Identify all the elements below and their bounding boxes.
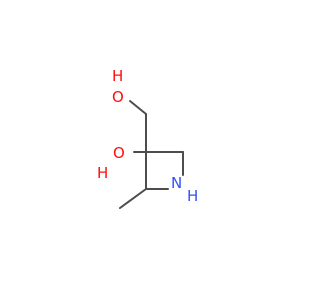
structure-diagram: H O O H N H — [0, 0, 300, 300]
hydroxymethyl-hydrogen-label: H — [112, 67, 123, 85]
ring-hydroxyl-oxygen-label: O — [113, 144, 125, 162]
ring-nitrogen-label: N — [171, 174, 182, 192]
bond-oh-to-ch2 — [129, 100, 147, 115]
ring-nh-hydrogen-label: H — [187, 187, 198, 205]
background — [0, 0, 300, 300]
ring-hydroxyl-hydrogen-label: H — [97, 164, 108, 182]
hydroxymethyl-oxygen-label: O — [112, 88, 124, 106]
bond-c2-to-methyl — [119, 188, 147, 209]
